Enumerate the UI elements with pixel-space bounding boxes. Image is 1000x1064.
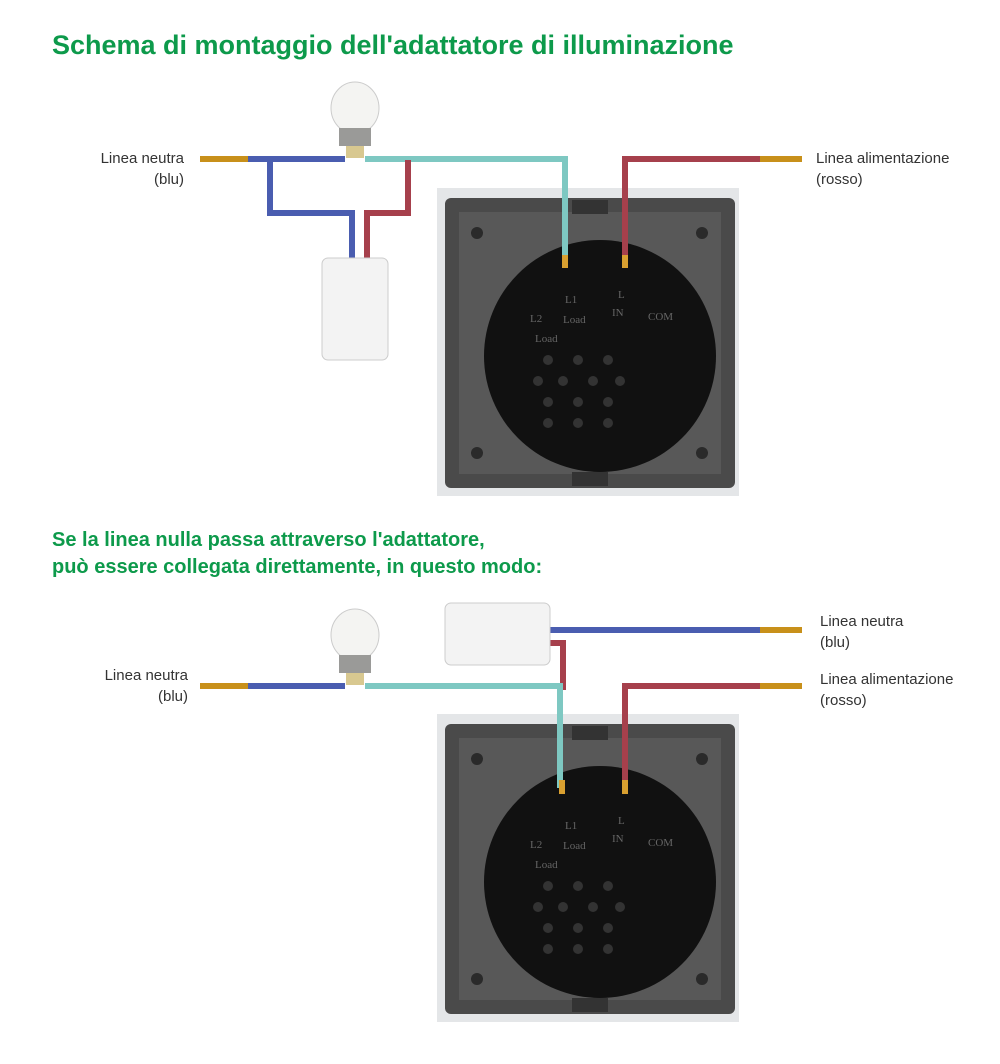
live-label-text: Linea alimentazione xyxy=(816,150,950,167)
bulb-1 xyxy=(330,81,380,159)
wires-1 xyxy=(200,156,802,268)
terminal-l1-b: L1 xyxy=(565,820,577,832)
terminal-l2-b: L2 xyxy=(530,839,542,851)
switch-plate-2 xyxy=(437,714,739,1022)
page-title: Schema di montaggio dell'adattatore di i… xyxy=(52,30,734,60)
terminal-l2: L2 xyxy=(530,313,542,325)
terminal-l: L xyxy=(618,289,625,301)
neutral-label-text: Linea neutra xyxy=(100,150,184,167)
live-label-1: Linea alimentazione (rosso) xyxy=(816,148,949,190)
neutral-right-text: Linea neutra xyxy=(820,613,904,630)
live-label-sub: (rosso) xyxy=(816,171,863,188)
live-label-sub-2: (rosso) xyxy=(820,692,867,709)
neutral-left-label-2: Linea neutra (blu) xyxy=(64,665,188,707)
wires-2 xyxy=(200,627,802,794)
switch-plate-1 xyxy=(437,188,739,496)
terminal-l1-sub-b: Load xyxy=(563,840,586,852)
terminal-l2-sub-b: Load xyxy=(535,859,558,871)
terminal-l-sub-b: IN xyxy=(612,833,624,845)
subtitle-line-2: può essere collegata direttamente, in qu… xyxy=(52,556,543,578)
terminal-com: COM xyxy=(648,311,673,323)
neutral-label-sub: (blu) xyxy=(153,171,184,188)
subtitle-line-1: Se la linea nulla passa attraverso l'ada… xyxy=(52,529,485,551)
neutral-label-1: Linea neutra (blu) xyxy=(60,148,184,190)
terminal-l-b: L xyxy=(618,815,625,827)
neutral-left-text: Linea neutra xyxy=(104,667,188,684)
live-label-2: Linea alimentazione (rosso) xyxy=(820,669,953,711)
terminal-com-b: COM xyxy=(648,837,673,849)
terminal-l-sub: IN xyxy=(612,307,624,319)
adapter-2 xyxy=(444,602,551,666)
switch-holes-1 xyxy=(533,355,625,428)
neutral-left-sub: (blu) xyxy=(157,688,188,705)
terminal-l2-sub: Load xyxy=(535,333,558,345)
neutral-right-label-2: Linea neutra (blu) xyxy=(820,611,903,653)
terminal-l1: L1 xyxy=(565,294,577,306)
bulb-2 xyxy=(330,608,380,686)
terminal-l1-sub: Load xyxy=(563,314,586,326)
adapter-1 xyxy=(321,257,389,361)
neutral-right-sub: (blu) xyxy=(820,634,851,651)
live-label-text-2: Linea alimentazione xyxy=(820,671,954,688)
switch-holes-2 xyxy=(533,881,625,954)
subtitle: Se la linea nulla passa attraverso l'ada… xyxy=(52,527,542,581)
